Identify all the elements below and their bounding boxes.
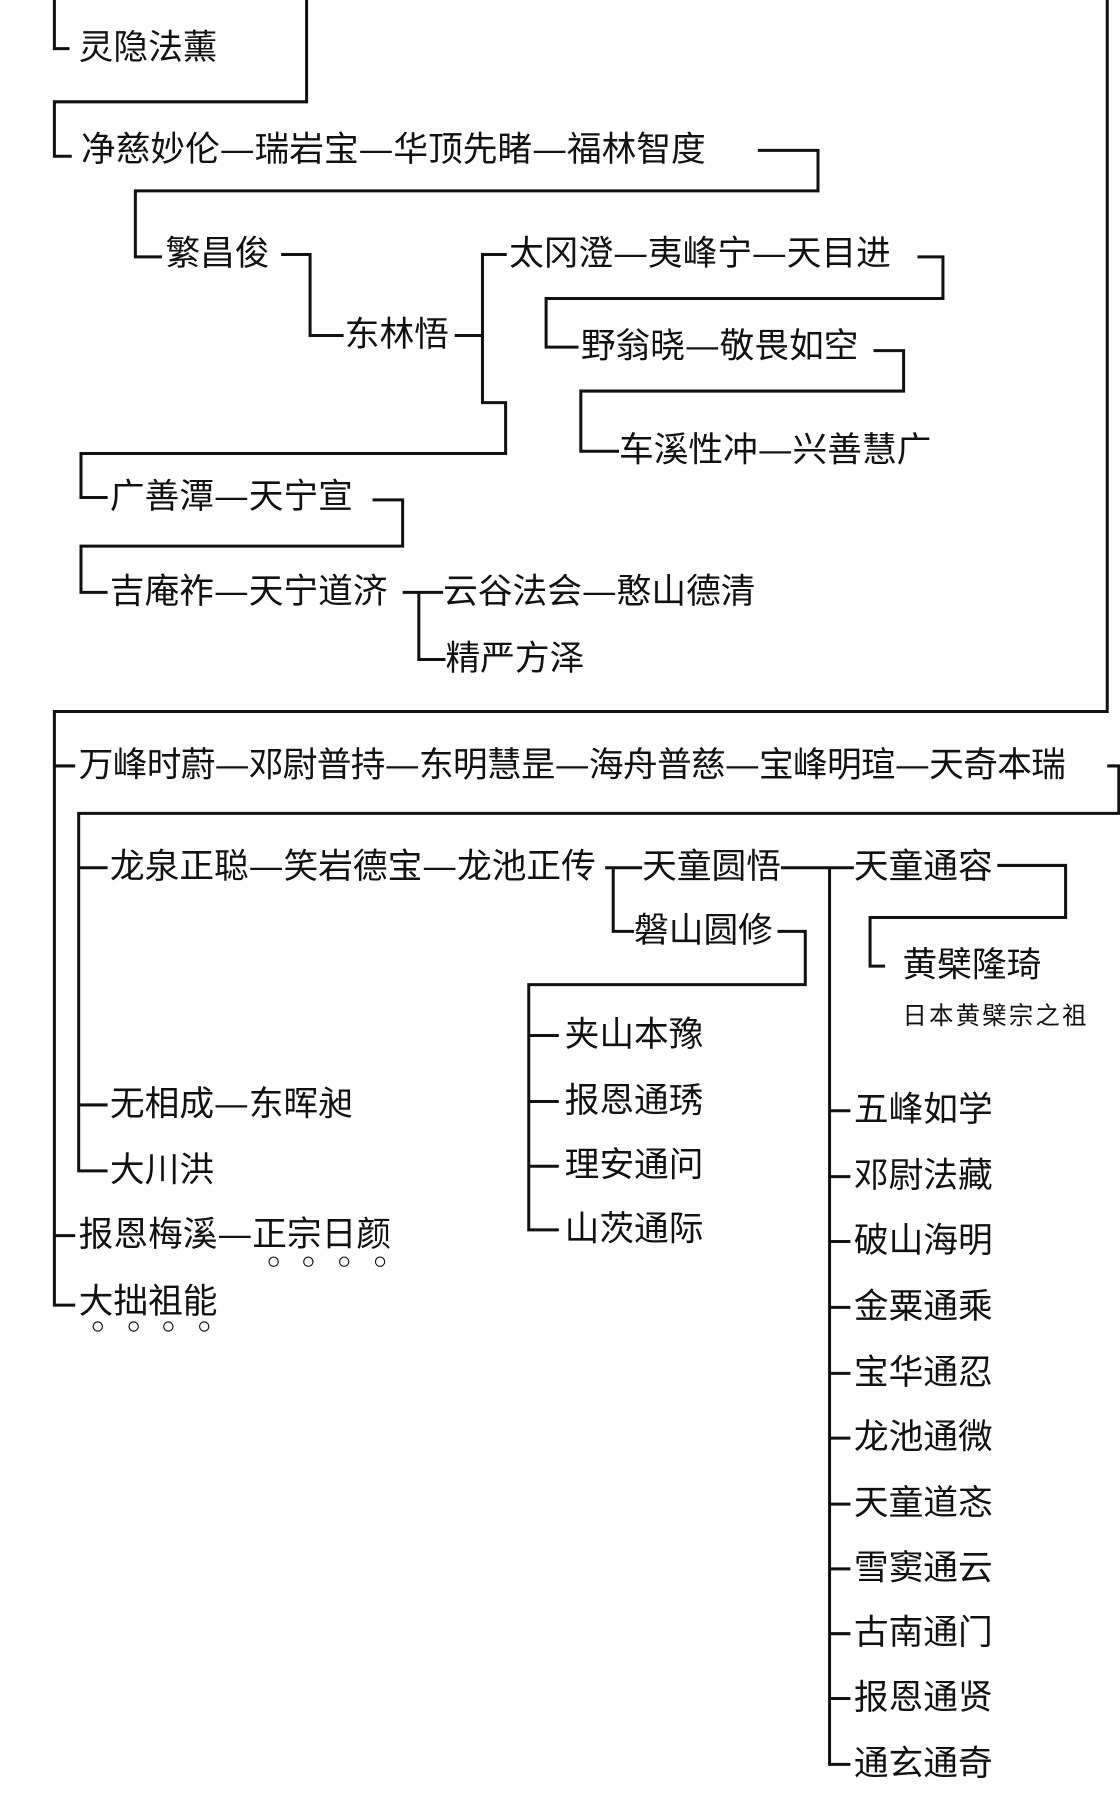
- connector: [611, 867, 635, 933]
- connector: [52, 0, 70, 51]
- connector: [77, 764, 1120, 1173]
- node-baohua: 宝华通忍: [853, 1352, 993, 1394]
- node-lingyin: 灵隐法薰: [78, 27, 218, 69]
- connector: [79, 498, 405, 594]
- node-longchi: 龙池通微: [853, 1417, 993, 1458]
- node-shanci: 山茨通际: [564, 1209, 704, 1250]
- connector: [417, 592, 446, 661]
- connector: [868, 863, 1068, 968]
- emphasis-dot: [128, 1321, 139, 1332]
- node-jiashan: 夹山本豫: [564, 1014, 704, 1056]
- node-donglin: 东林悟: [344, 314, 449, 356]
- emphasis-dot: [268, 1256, 279, 1267]
- node-gunan: 古南通门: [853, 1612, 993, 1654]
- connector: [544, 255, 945, 349]
- node-jingci: 净慈妙伦—瑞岩宝—华顶先睹—福林智度: [80, 129, 706, 171]
- node-longquan: 龙泉正聪—笑岩德宝—龙池正传: [109, 846, 596, 888]
- node-yungu: 云谷法会—憨山德清: [443, 571, 756, 613]
- node-jinsu: 金粟通乘: [853, 1286, 993, 1328]
- node-dachuan: 大川洪: [109, 1150, 215, 1191]
- node-dengwei: 邓尉法藏: [853, 1155, 993, 1197]
- connector: [579, 349, 906, 453]
- node-wuxiang: 无相成—东晖昶: [109, 1084, 353, 1125]
- connector: [52, 0, 309, 158]
- node-xuedou: 雪窦通云: [853, 1548, 993, 1589]
- connector: [527, 929, 807, 1232]
- node-dazhuo: 大拙祖能: [78, 1281, 218, 1323]
- emphasis-dot: [303, 1256, 314, 1267]
- connector: [133, 148, 820, 259]
- node-baoen-meixi: 报恩梅溪—正宗日颜: [78, 1214, 392, 1256]
- node-guangshan: 广善潭—天宁宣: [109, 476, 353, 518]
- node-tongxuan: 通玄通奇: [853, 1743, 993, 1785]
- node-tiantong-tongrong: 天童通容: [853, 846, 993, 888]
- emphasis-dot: [339, 1256, 350, 1267]
- node-fanchang: 繁昌俊: [165, 233, 270, 275]
- connector: [52, 0, 1109, 1307]
- node-jingyan: 精严方泽: [445, 638, 585, 680]
- node-chexi: 车溪性冲—兴善慧广: [618, 430, 932, 471]
- node-wanfeng: 万峰时蔚—邓尉普持—东明慧昰—海舟普慈—宝峰明瑄—天奇本瑞: [78, 745, 1066, 786]
- note-huangbo: 日本黄檗宗之祖: [902, 1001, 1089, 1030]
- emphasis-dot: [163, 1321, 174, 1332]
- node-wufeng: 五峰如学: [853, 1089, 993, 1131]
- node-lian: 理安通问: [564, 1145, 704, 1186]
- node-huangbo: 黄檗隆琦: [902, 945, 1042, 986]
- node-jian: 吉庵祚—天宁道济: [109, 571, 388, 613]
- node-tiantong-yuanwu: 天童圆悟: [642, 846, 781, 888]
- emphasis-dot: [92, 1321, 103, 1332]
- connector: [281, 253, 344, 338]
- connector: [79, 253, 508, 500]
- node-baoen-tongxiu: 报恩通琇: [564, 1080, 704, 1122]
- node-panshan: 磐山圆修: [634, 910, 773, 952]
- connector: [828, 867, 851, 1766]
- node-poshan: 破山海明: [853, 1220, 993, 1262]
- node-yeweng: 野翁晓—敬畏如空: [580, 326, 859, 367]
- node-taigang: 太冈澄—夷峰宁—天目进: [509, 233, 891, 275]
- emphasis-dot: [199, 1321, 210, 1332]
- node-tiantong-daomin: 天童道忞: [853, 1483, 993, 1524]
- emphasis-dot: [374, 1256, 386, 1267]
- node-baoen-tongxian: 报恩通贤: [853, 1677, 993, 1719]
